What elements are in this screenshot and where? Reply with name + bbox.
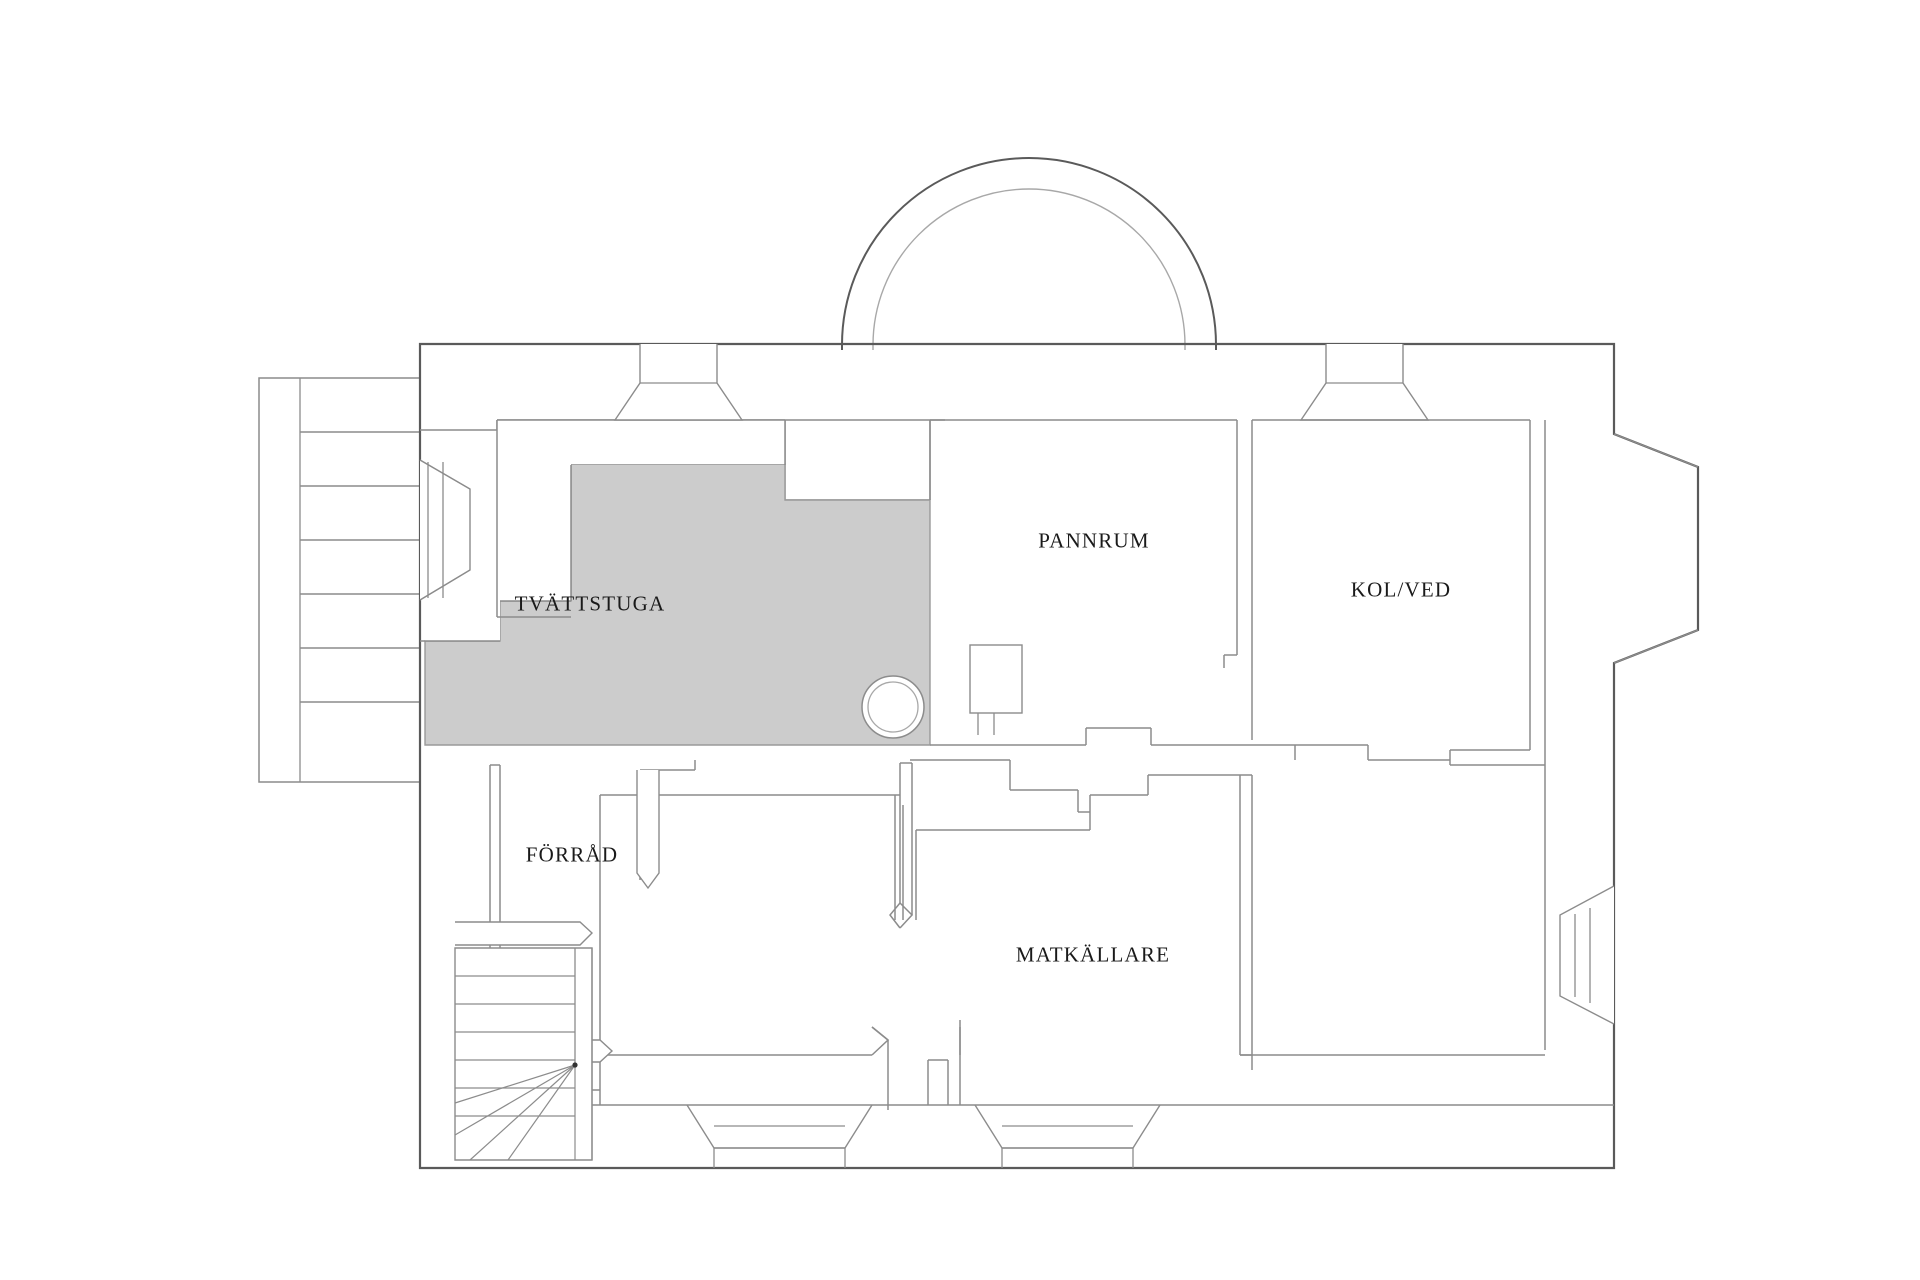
exterior-stair-left: [258, 377, 421, 783]
window-niche-bottom-right: [974, 1104, 1161, 1168]
window-niche-bottom-left: [686, 1104, 873, 1168]
window-niche-top-left: [613, 344, 744, 421]
wall-pannrum: [945, 419, 1253, 740]
wall-matkallare: [515, 759, 1614, 1110]
interior-stair: [454, 947, 593, 1161]
wall-corridor-middle: [930, 727, 1369, 760]
entrance-arch: [841, 157, 1217, 350]
wall-left-jog: [420, 429, 572, 642]
door-arrow-forrad-right: [636, 770, 660, 890]
fixture-box: [969, 644, 1023, 735]
wall-kolved: [1252, 419, 1546, 1050]
stair-direction-arrow: [455, 921, 594, 946]
door-splay-left: [419, 459, 471, 601]
chimney-round: [861, 675, 925, 739]
wall-misc-jogs: [1294, 745, 1450, 761]
bay-window-right: [1613, 433, 1699, 664]
window-niche-top-right: [1299, 344, 1430, 421]
window-niche-right: [1559, 885, 1615, 1025]
